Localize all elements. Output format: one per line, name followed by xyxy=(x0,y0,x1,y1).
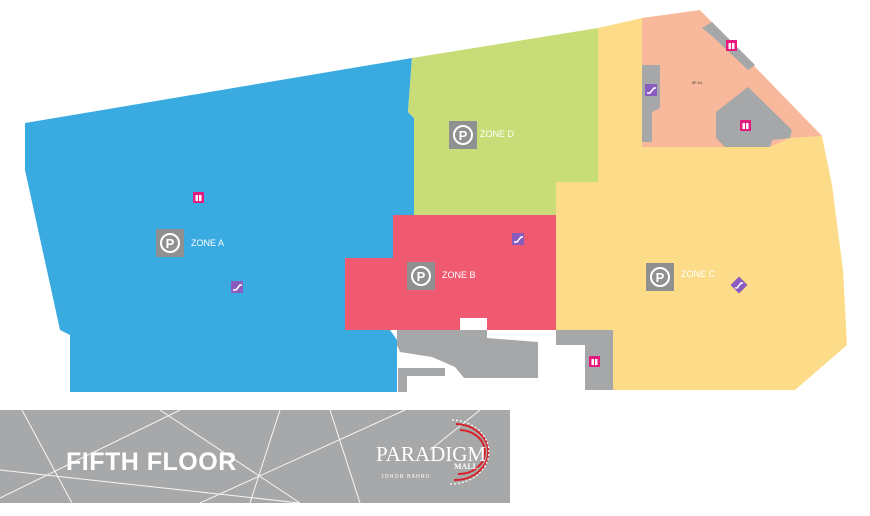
logo-swirl-icon xyxy=(449,419,490,485)
zone-a-marker: P ZONE A xyxy=(156,229,224,257)
zone-d-marker: P ZONE D xyxy=(449,121,515,149)
service-area-south xyxy=(397,330,538,378)
lift-icon[interactable] xyxy=(740,120,751,131)
parking-symbol: P xyxy=(459,128,468,143)
lift-icon[interactable] xyxy=(726,40,737,51)
shop-unit-5f01[interactable] xyxy=(642,10,822,147)
escalator-icon[interactable] xyxy=(231,281,243,293)
zone-d-area[interactable] xyxy=(408,28,598,215)
service-area-lift-core xyxy=(556,330,613,390)
logo-name: PARADIGM xyxy=(376,442,487,466)
banner-decorative-lines xyxy=(0,410,481,503)
floor-banner: FIFTH FLOOR xyxy=(0,410,510,503)
zone-c-marker: P ZONE C xyxy=(646,263,716,291)
lift-icon[interactable] xyxy=(193,192,204,203)
service-area-dock xyxy=(398,368,445,392)
zone-a-label: ZONE A xyxy=(191,238,224,248)
lift-icon[interactable] xyxy=(589,356,600,367)
escalator-icon[interactable] xyxy=(645,84,657,96)
zone-a-area[interactable] xyxy=(25,58,414,392)
zone-b-marker: P ZONE B xyxy=(407,262,476,290)
zone-c-label: ZONE C xyxy=(681,269,716,279)
zone-c-area[interactable] xyxy=(556,18,847,390)
parking-symbol: P xyxy=(166,236,175,251)
escalator-icon[interactable] xyxy=(730,276,748,294)
logo-sub: MALL xyxy=(454,462,478,471)
floor-map: P ZONE A P ZONE B P ZONE C P ZONE D 5F-0… xyxy=(25,10,847,392)
shop-unit-label: 5F-01 xyxy=(692,80,703,85)
paradigm-mall-logo: PARADIGM MALL JOHOR BAHRU xyxy=(376,418,502,496)
floor-title: FIFTH FLOOR xyxy=(66,448,237,476)
parking-symbol: P xyxy=(417,269,426,284)
escalator-icon[interactable] xyxy=(512,233,524,245)
logo-tagline: JOHOR BAHRU xyxy=(381,474,431,480)
parking-symbol: P xyxy=(656,270,665,285)
zone-b-label: ZONE B xyxy=(442,270,476,280)
zone-b-area[interactable] xyxy=(345,215,556,330)
service-area-ne-block xyxy=(716,87,792,147)
zone-d-label: ZONE D xyxy=(480,129,515,139)
